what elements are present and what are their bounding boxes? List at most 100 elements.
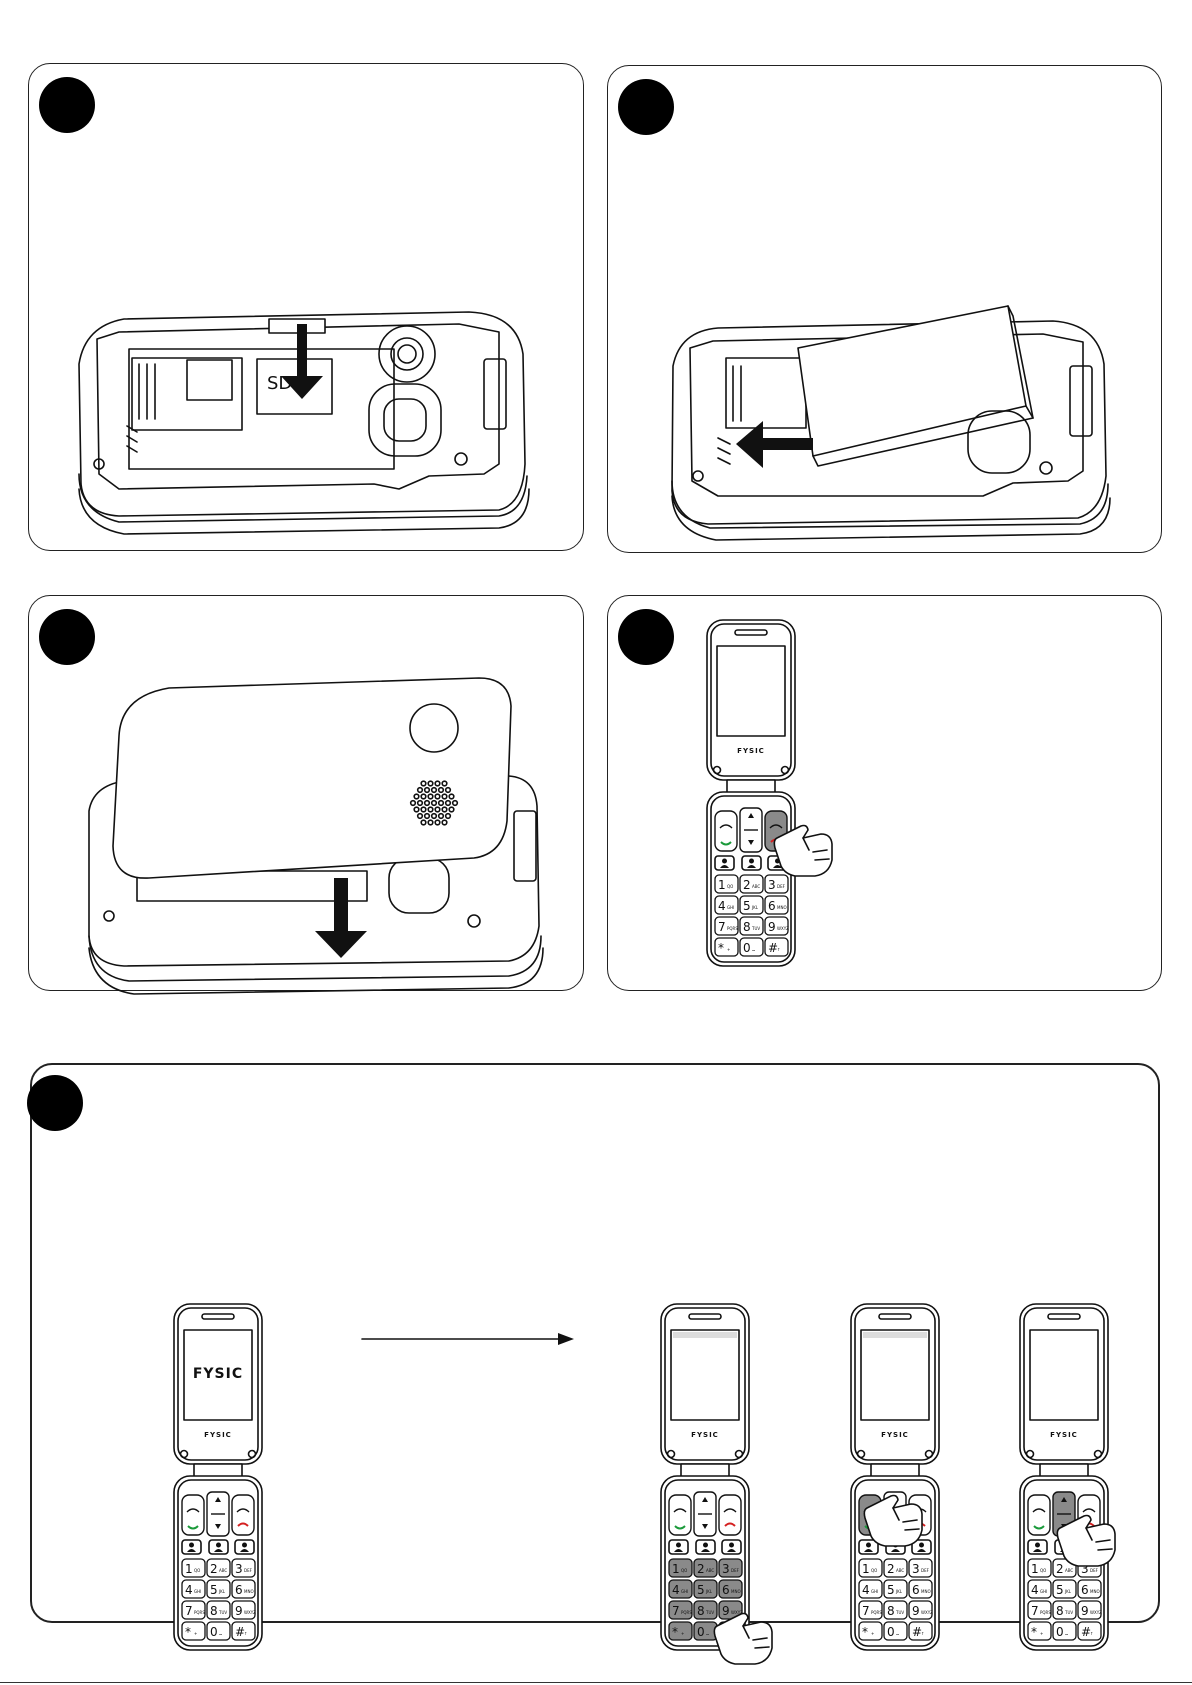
keypad-key: [181, 1558, 206, 1578]
grille-hole: [430, 799, 438, 807]
step-2-panel: [607, 65, 1162, 553]
key-letters: JKL: [1064, 1589, 1072, 1594]
key-number: 2: [743, 878, 751, 892]
grille-hole: [427, 819, 434, 826]
key-letters: DEF: [921, 1568, 930, 1573]
key-number: 8: [887, 1604, 895, 1618]
lid-brand-label: FYSIC: [204, 1431, 232, 1439]
key-number: 4: [1031, 1583, 1039, 1597]
keypad-key: [739, 874, 764, 894]
grille-hole: [448, 806, 455, 813]
keypad-key: [858, 1558, 883, 1578]
key-number: 5: [210, 1583, 218, 1597]
call-green-icon: [1033, 1525, 1045, 1530]
phone-screen: [183, 1329, 253, 1421]
grille-hole: [451, 799, 459, 807]
progress-arrow: [361, 1333, 574, 1345]
phone-screen: [716, 645, 786, 737]
keypad-key: [764, 895, 789, 915]
keypad-key: [668, 1579, 693, 1599]
key-number: 0: [887, 1625, 895, 1639]
keypad-key: [739, 916, 764, 936]
key-letters: ⌴: [1065, 1631, 1068, 1636]
screen-brand-logo: FYSIC: [193, 1366, 243, 1382]
key-number: #: [235, 1625, 245, 1639]
keypad-key: [1052, 1600, 1077, 1620]
keypad-key: [714, 874, 739, 894]
keypad-key: [764, 937, 789, 957]
keypad-key: [739, 937, 764, 957]
grille-hole: [430, 786, 438, 794]
end-key: [231, 1494, 255, 1536]
grille-hole: [416, 799, 424, 807]
key-number: 0: [210, 1625, 218, 1639]
step-number-badge: [39, 609, 95, 665]
call-key: [714, 810, 738, 852]
key-letters: PQRS: [871, 1610, 882, 1615]
key-letters: GHI: [1040, 1589, 1047, 1594]
key-number: 8: [743, 920, 751, 934]
keypad-key: [908, 1558, 933, 1578]
grille-hole: [427, 780, 434, 787]
key-letters: DEF: [731, 1568, 740, 1573]
key-letters: QO: [681, 1568, 687, 1573]
keypad-key: [1027, 1621, 1052, 1641]
end-red-icon: [724, 1522, 736, 1527]
keypad-key: [231, 1621, 256, 1641]
key-letters: QO: [727, 884, 733, 889]
key-letters: ABC: [1065, 1568, 1073, 1573]
keypad-key: [908, 1579, 933, 1599]
key-letters: MNO: [921, 1589, 931, 1594]
key-letters: TUV: [218, 1610, 227, 1615]
keypad-key: [1027, 1558, 1052, 1578]
key-letters: MNO: [1090, 1589, 1100, 1594]
grille-hole: [437, 786, 445, 794]
key-letters: QO: [194, 1568, 200, 1573]
key-number: 6: [768, 899, 776, 913]
keypad-key: [718, 1558, 743, 1578]
grille-hole: [444, 799, 452, 807]
grille-hole: [441, 793, 448, 800]
keypad-key: [693, 1558, 718, 1578]
key-letters: QO: [1040, 1568, 1046, 1573]
battery-insert-illustration: [671, 305, 1111, 541]
key-number: 6: [1081, 1583, 1089, 1597]
step-number-badge: [618, 609, 674, 665]
keypad-key: [181, 1621, 206, 1641]
grille-hole: [434, 819, 441, 826]
key-number: 3: [235, 1562, 243, 1576]
key-letters: DEF: [1090, 1568, 1099, 1573]
key-number: 7: [862, 1604, 870, 1618]
grille-hole: [437, 799, 445, 807]
grille-hole: [413, 793, 420, 800]
keypad-key: [206, 1579, 231, 1599]
keypad-key: [718, 1579, 743, 1599]
key-number: 2: [1056, 1562, 1064, 1576]
key-letters: ↑: [1090, 1631, 1093, 1636]
key-letters: ↑: [921, 1631, 924, 1636]
end-key: [718, 1494, 742, 1536]
keypad-key: [1027, 1600, 1052, 1620]
grille-hole: [413, 806, 420, 813]
keypad-key: [1027, 1579, 1052, 1599]
key-number: 7: [672, 1604, 680, 1618]
key-number: 3: [1081, 1562, 1089, 1576]
pointing-hand-icon: [773, 824, 833, 877]
keypad-key: [206, 1600, 231, 1620]
lid-brand-label: FYSIC: [737, 747, 765, 755]
key-number: 1: [862, 1562, 870, 1576]
keypad-key: [739, 895, 764, 915]
keypad-key: [1077, 1579, 1102, 1599]
key-number: 0: [1056, 1625, 1064, 1639]
pointing-hand-icon: [863, 1494, 923, 1547]
key-number: 5: [697, 1583, 705, 1597]
keypad-key: [764, 916, 789, 936]
keypad-key: [693, 1579, 718, 1599]
key-letters: DEF: [777, 884, 786, 889]
call-key: [668, 1494, 692, 1536]
keypad-key: [231, 1558, 256, 1578]
grille-hole: [441, 819, 448, 826]
